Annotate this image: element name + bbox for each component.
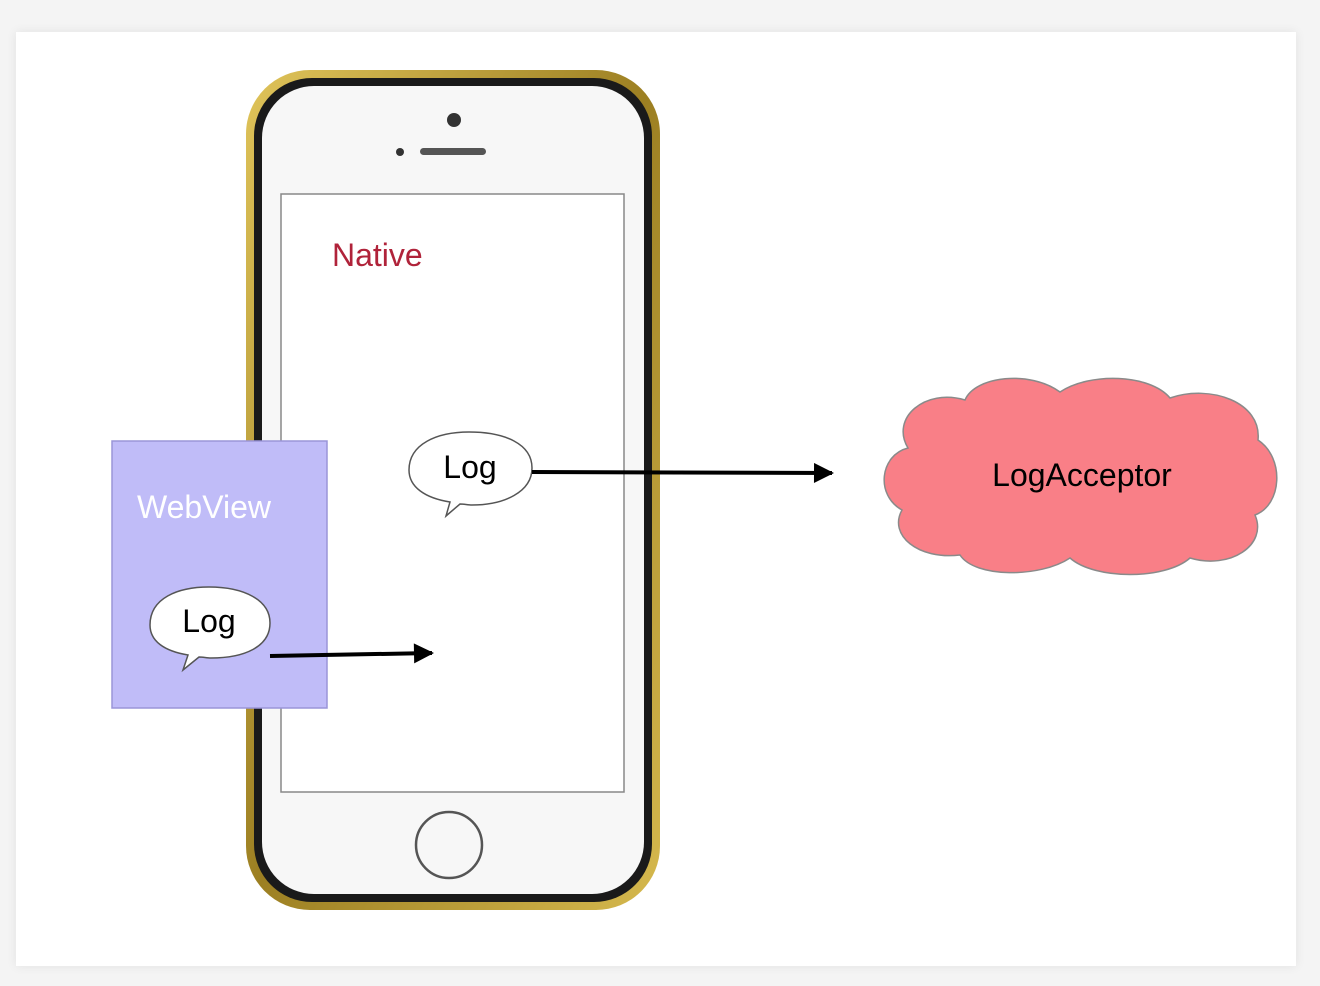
speech-bubble-icon [408,431,533,519]
native-to-logacceptor-arrow [531,462,834,483]
webview-to-native-arrow [269,643,434,664]
speech-bubble-icon [149,586,271,673]
native-label: Native [332,237,423,273]
sensor-icon [396,148,404,156]
webview-log-bubble: Log [149,586,271,673]
cloud-icon: LogAcceptor [883,377,1278,576]
speaker-icon [420,148,486,155]
webview-box: WebView [111,440,328,709]
cloud-shape [883,377,1278,576]
native-log-label: Log [443,449,496,485]
home-button-icon [414,810,484,880]
webview-label: WebView [137,489,272,525]
native-log-bubble: Log [408,431,533,519]
front-camera-icon [447,113,461,127]
webview-panel [111,440,328,709]
webview-log-label: Log [182,603,235,639]
logacceptor-label: LogAcceptor [992,457,1172,493]
